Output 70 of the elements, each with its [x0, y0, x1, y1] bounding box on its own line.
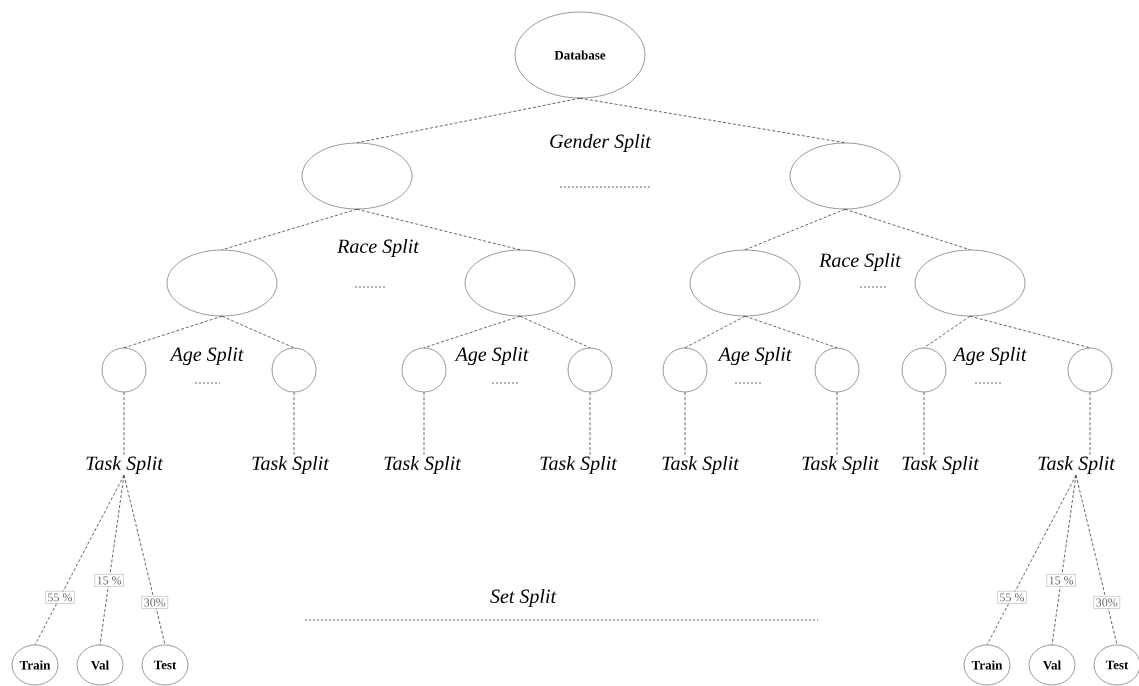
dashed-line: [123, 315, 223, 349]
oval-node: [789, 142, 901, 210]
dashed-line: [423, 391, 425, 456]
edge-label: 30%: [1096, 598, 1118, 607]
oval-node: [914, 249, 1026, 317]
dashed-line: [836, 391, 838, 456]
circle-node: [401, 347, 447, 393]
edge-label: 55 %: [48, 593, 72, 602]
dashed-line: [923, 391, 925, 456]
dashed-line: [1051, 474, 1077, 646]
split-label: Task Split: [252, 455, 330, 475]
split-label: Race Split: [337, 238, 420, 258]
split-label: Age Split: [169, 346, 244, 366]
circle-node: [567, 347, 613, 393]
dashed-line: [1075, 474, 1118, 646]
edge-label: 55 %: [1000, 593, 1024, 602]
split-label: Task Split: [802, 455, 880, 475]
edge-label: 30%: [144, 598, 166, 607]
split-label: Race Split: [819, 252, 902, 272]
dashed-line: [986, 474, 1077, 646]
oval-node: [464, 249, 576, 317]
oval-node: [301, 142, 413, 210]
dashed-line: [519, 315, 591, 349]
dashed-line: [684, 315, 746, 349]
circle-node: [101, 347, 147, 393]
split-label: Task Split: [86, 455, 164, 475]
oval-node: Test: [141, 644, 189, 686]
dashed-line: [589, 391, 591, 456]
dashed-line: [744, 208, 846, 251]
split-label: Age Split: [454, 346, 529, 366]
dashed-line: [744, 315, 838, 349]
dashed-line: [356, 208, 521, 251]
circle-node: [271, 347, 317, 393]
split-label: Gender Split: [550, 133, 652, 153]
dashed-line: [221, 208, 358, 251]
oval-node: Train: [963, 644, 1011, 686]
split-label: Task Split: [384, 455, 462, 475]
oval-node: Val: [76, 644, 124, 686]
circle-node: [814, 347, 860, 393]
dashed-line: [844, 208, 971, 251]
dashed-line: [579, 97, 846, 144]
edge-label: 15 %: [1049, 576, 1074, 585]
dashed-line: [123, 474, 166, 646]
split-label: Task Split: [540, 455, 618, 475]
dashed-line: [1089, 391, 1091, 456]
split-label: Task Split: [902, 455, 980, 475]
oval-node: Database: [514, 11, 646, 99]
split-label: Age Split: [717, 346, 792, 366]
dashed-line: [356, 97, 581, 144]
split-label: Task Split: [662, 455, 740, 475]
dashed-line: [684, 391, 686, 456]
dashed-line: [969, 315, 1091, 349]
oval-node: Train: [11, 644, 59, 686]
oval-node: [689, 249, 801, 317]
oval-node: [166, 249, 278, 317]
circle-node: [901, 347, 947, 393]
split-label: Task Split: [1038, 455, 1116, 475]
edge-label: 15 %: [97, 576, 122, 585]
dashed-line: [123, 391, 125, 456]
oval-node: Val: [1028, 644, 1076, 686]
dashed-line: [293, 391, 295, 456]
circle-node: [1067, 347, 1113, 393]
split-label: Age Split: [952, 346, 1027, 366]
dashed-line: [221, 315, 295, 349]
circle-node: [662, 347, 708, 393]
dashed-line: [34, 474, 125, 646]
dashed-line: [423, 315, 521, 349]
dashed-line: [923, 315, 971, 349]
dashed-line: [99, 474, 125, 646]
split-label: Set Split: [490, 588, 557, 608]
